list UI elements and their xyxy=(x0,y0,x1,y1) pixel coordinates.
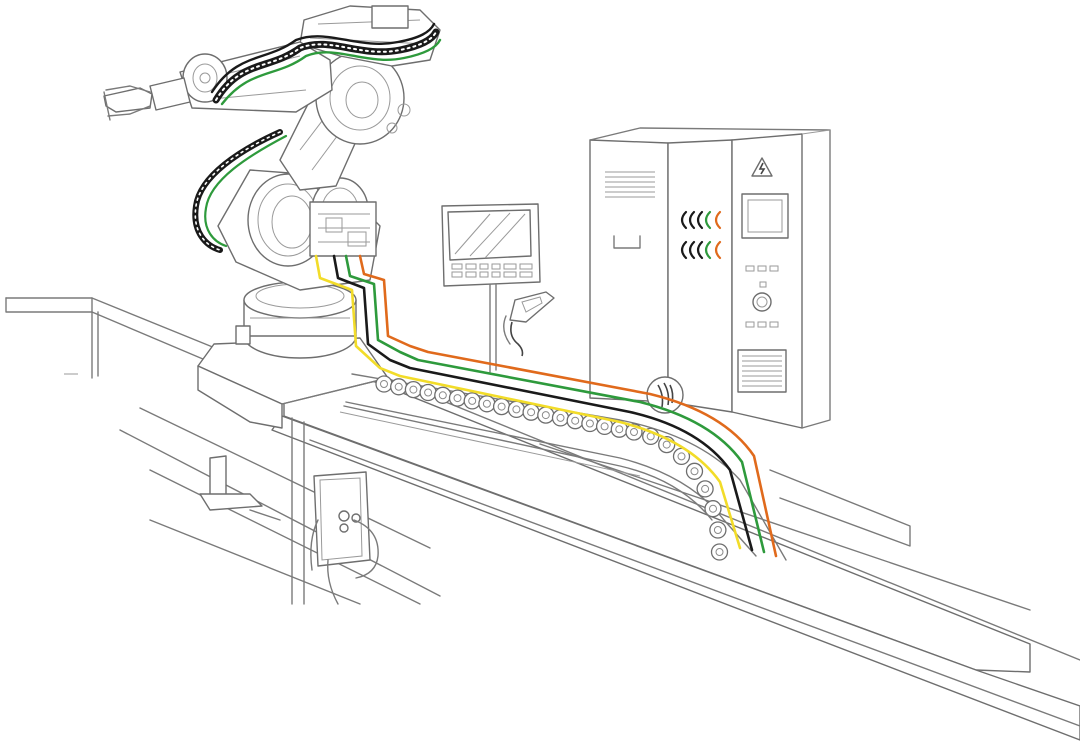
drag-chain-link xyxy=(448,389,467,407)
cabinet-vent-bottom xyxy=(737,349,787,393)
drag-chain-link xyxy=(710,543,729,561)
track-carriage xyxy=(197,337,389,429)
drag-chain-link-pin xyxy=(571,416,580,425)
monitor-keypad xyxy=(451,263,533,278)
drag-chain-link-pin xyxy=(585,419,594,428)
robot-base xyxy=(235,281,357,359)
drag-chain-link-pin xyxy=(556,413,565,422)
cabinet-vent-top xyxy=(605,171,655,198)
drag-chain-link xyxy=(537,406,555,424)
drag-chain-link xyxy=(390,378,408,396)
cable-gland-icon xyxy=(646,376,684,414)
drag-chain-link xyxy=(551,409,570,427)
drag-chain-link-pin xyxy=(380,380,388,388)
drag-chain-link-pin xyxy=(482,399,491,408)
cabinet-buttons-row-1 xyxy=(745,265,779,288)
robot-elbow xyxy=(299,5,441,145)
cable-bundle xyxy=(192,22,778,558)
drag-chain-link-pin xyxy=(701,484,710,493)
high-voltage-warning-icon xyxy=(751,157,773,177)
drag-chain-link xyxy=(434,386,452,404)
drag-chain-link xyxy=(522,403,540,421)
drag-chain-link xyxy=(507,400,526,419)
linear-track-rail xyxy=(5,297,1080,741)
drag-chain-link xyxy=(704,500,722,518)
drag-chain-link-pin xyxy=(713,526,722,534)
cabinet-dial xyxy=(752,292,772,312)
drag-chain-link-pin xyxy=(424,388,433,397)
drag-chain-link xyxy=(685,462,704,480)
hmi-monitor xyxy=(441,203,541,373)
drag-chain-link-pin xyxy=(512,405,521,414)
drag-chain-link-pin xyxy=(438,391,447,400)
drag-chain-link-pin xyxy=(690,467,699,476)
drag-chain-link xyxy=(492,397,511,416)
cable-drag-chain xyxy=(339,373,787,561)
drag-chain-link xyxy=(709,521,727,539)
drag-chain-link xyxy=(404,380,423,399)
industrial-robot-arm xyxy=(103,5,441,359)
drag-chain-link-pin xyxy=(615,425,624,434)
drag-chain-link xyxy=(419,383,437,402)
drag-chain-link-pin xyxy=(709,504,717,513)
drag-chain-link-pin xyxy=(409,385,418,394)
drag-chain-link-pin xyxy=(394,382,403,391)
drag-chain-link-pin xyxy=(541,411,550,420)
drag-chain-link-pin xyxy=(715,548,724,556)
drag-chain-link-pin xyxy=(468,396,477,405)
drag-chain-link xyxy=(478,395,496,413)
cable-wave-icon xyxy=(680,210,722,260)
drag-chain-link-pin xyxy=(497,402,506,411)
drag-chain-link xyxy=(375,375,393,393)
control-cabinet xyxy=(589,127,831,429)
drag-chain-link-pin xyxy=(600,422,609,431)
drag-chain-link-pin xyxy=(453,394,462,403)
drag-chain-link-pin xyxy=(677,452,686,461)
drag-chain-link xyxy=(696,480,714,498)
drag-chain-link-pin xyxy=(662,440,671,449)
robot-wrist xyxy=(149,53,228,111)
robot-turret xyxy=(217,169,381,291)
teach-pendant xyxy=(503,291,555,357)
drag-chain-link xyxy=(463,392,481,410)
robot-gripper xyxy=(103,85,153,121)
drag-chain-links xyxy=(375,375,729,561)
drag-chain-link-pin xyxy=(630,428,638,436)
cabinet-buttons-row-2 xyxy=(745,321,779,328)
drag-chain-link-pin xyxy=(527,408,536,417)
junction-box xyxy=(310,471,379,605)
